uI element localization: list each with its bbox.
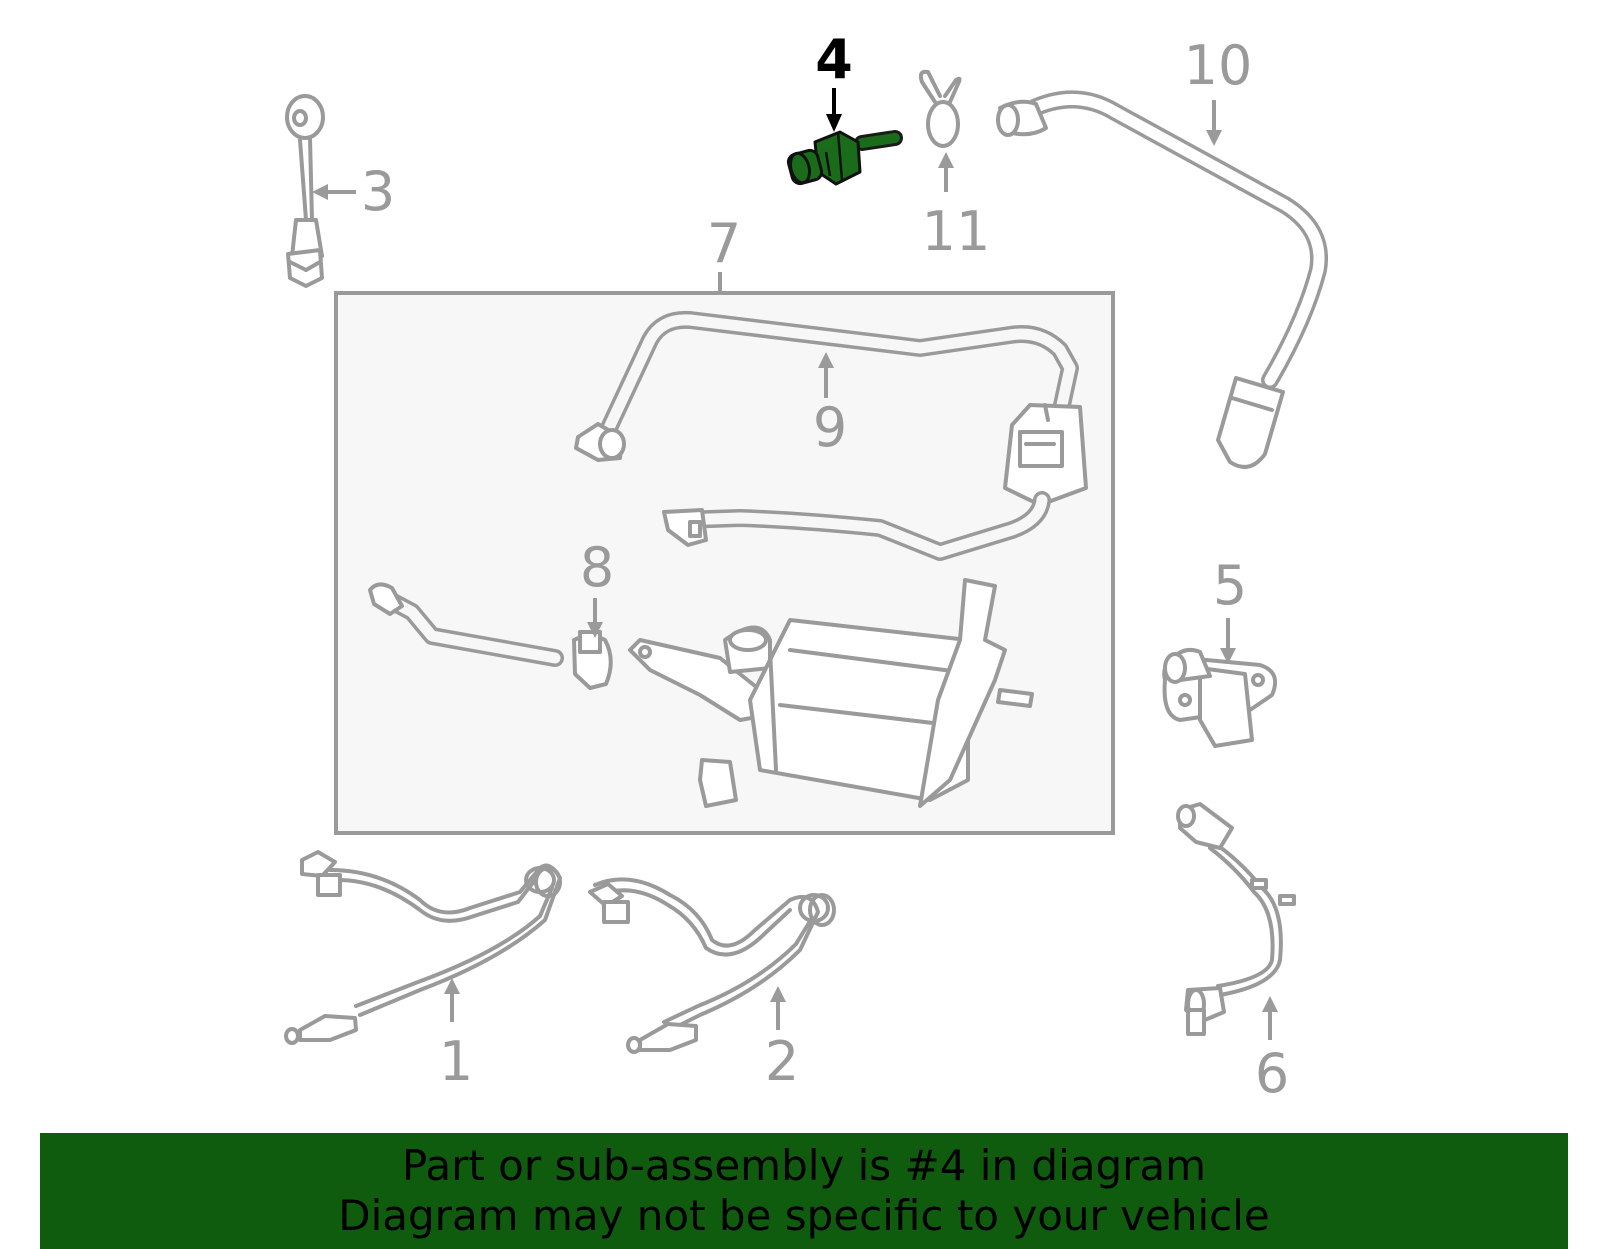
part-11-clamp[interactable] — [921, 72, 960, 146]
callout-2: 2 — [765, 1030, 799, 1093]
callout-5: 5 — [1213, 554, 1247, 617]
callout-8: 8 — [580, 536, 614, 599]
callout-7: 7 — [707, 212, 741, 275]
banner-line-2: Diagram may not be specific to your vehi… — [338, 1191, 1269, 1241]
part-5-sensor[interactable] — [1164, 650, 1275, 746]
callout-3: 3 — [361, 160, 395, 223]
banner-line-1: Part or sub-assembly is #4 in diagram — [402, 1141, 1206, 1191]
assembly-7-box — [336, 293, 1113, 833]
callout-1: 1 — [439, 1030, 473, 1093]
part-1-oxygen-sensor[interactable] — [286, 852, 560, 1043]
info-banner: Part or sub-assembly is #4 in diagram Di… — [40, 1133, 1568, 1249]
callout-6: 6 — [1255, 1042, 1289, 1105]
callout-11: 11 — [922, 200, 991, 263]
callout-9: 9 — [813, 396, 847, 459]
callout-10: 10 — [1184, 34, 1253, 97]
part-2-oxygen-sensor[interactable] — [590, 879, 834, 1052]
part-4-sensor-highlighted[interactable] — [787, 132, 895, 185]
callout-4-highlighted: 4 — [815, 28, 853, 91]
part-6-sensor[interactable] — [1178, 804, 1294, 1034]
